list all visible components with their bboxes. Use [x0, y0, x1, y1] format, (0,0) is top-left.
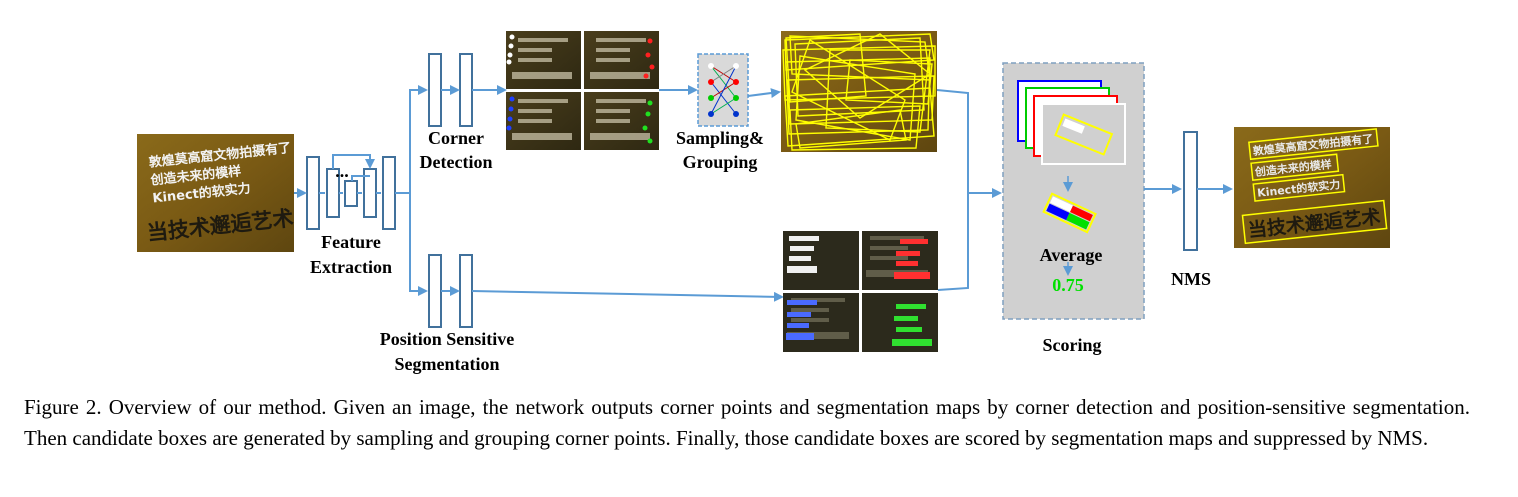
output-image: 敦煌莫高窟文物拍摄有了 创造未来的模样 Kinect的软实力 当技术邂逅艺术: [1234, 127, 1390, 248]
figure-caption: Figure 2. Overview of our method. Given …: [24, 395, 1470, 450]
sampling-label-2: Grouping: [683, 152, 758, 172]
corner-detection-label-2: Detection: [420, 152, 493, 172]
feature-extraction-label-1: Feature: [321, 232, 381, 252]
position-sensitive-label-2: Segmentation: [395, 354, 500, 374]
sampling-label-1: Sampling&: [676, 128, 764, 148]
corner-detection-label-1: Corner: [428, 128, 484, 148]
branch-connectors: [395, 85, 428, 296]
sampling-grouping-graph: [697, 53, 749, 127]
average-label: Average: [1040, 245, 1103, 265]
scoring-panel: [1002, 62, 1145, 320]
nms-block: [1183, 131, 1198, 251]
scoring-label: Scoring: [1042, 335, 1101, 355]
position-sensitive-label-1: Position Sensitive: [380, 329, 515, 349]
method-overview-diagram: 敦煌莫高窟文物拍摄有了 创造未来的模样 Kinect的软实力 当技术邂逅艺术 .…: [137, 31, 1390, 374]
input-image: 敦煌莫高窟文物拍摄有了 创造未来的模样 Kinect的软实力 当技术邂逅艺术: [137, 134, 295, 252]
backbone-connections: [294, 154, 381, 198]
segmentation-maps: [783, 231, 938, 352]
segmentation-arrows: [441, 286, 784, 302]
to-candidates-arrow: [747, 88, 781, 98]
candidate-boxes-image: [781, 31, 937, 152]
merge-connectors: [936, 89, 1002, 291]
score-value: 0.75: [1052, 275, 1084, 295]
backbone-ellipsis: ...: [335, 161, 349, 181]
corner-maps: [506, 31, 659, 150]
feature-extraction-label-2: Extraction: [310, 257, 392, 277]
nms-label: NMS: [1171, 269, 1211, 289]
